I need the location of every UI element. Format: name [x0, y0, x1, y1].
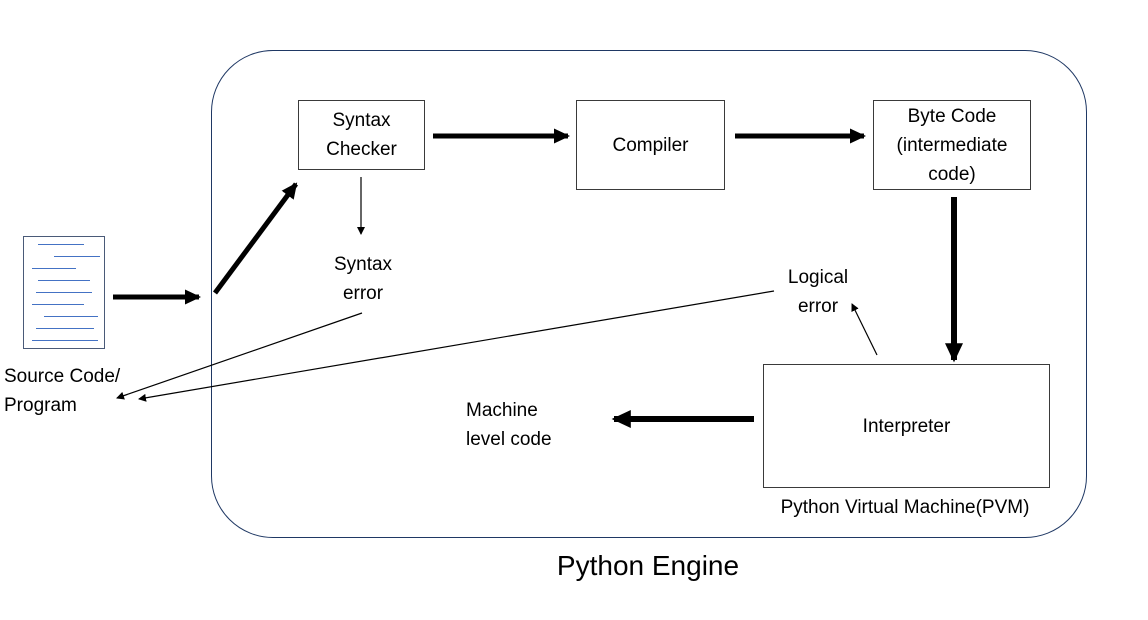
compiler-box: Compiler — [576, 100, 725, 190]
syntax-checker-box: Syntax Checker — [298, 100, 425, 170]
source-code-document-icon — [23, 236, 105, 349]
pvm-label: Python Virtual Machine(PVM) — [780, 497, 1030, 518]
arrow-interpreter-to-logical-error — [851, 303, 878, 356]
python-engine-boundary — [211, 50, 1087, 538]
byte-code-box: Byte Code (intermediate code) — [873, 100, 1031, 190]
arrow-to-syntax-checker — [212, 182, 299, 295]
arrow-logical-error-to-source — [138, 290, 775, 402]
interpreter-box: Interpreter — [763, 364, 1050, 488]
source-code-label: Source Code/ Program — [4, 366, 121, 416]
python-engine-title: Python Engine — [556, 550, 740, 581]
arrow-syntax-error-to-source — [116, 312, 363, 400]
machine-code-label: Machine level code — [466, 400, 552, 450]
syntax-error-label: Syntax error — [333, 254, 393, 304]
logical-error-label: Logical error — [787, 267, 849, 317]
